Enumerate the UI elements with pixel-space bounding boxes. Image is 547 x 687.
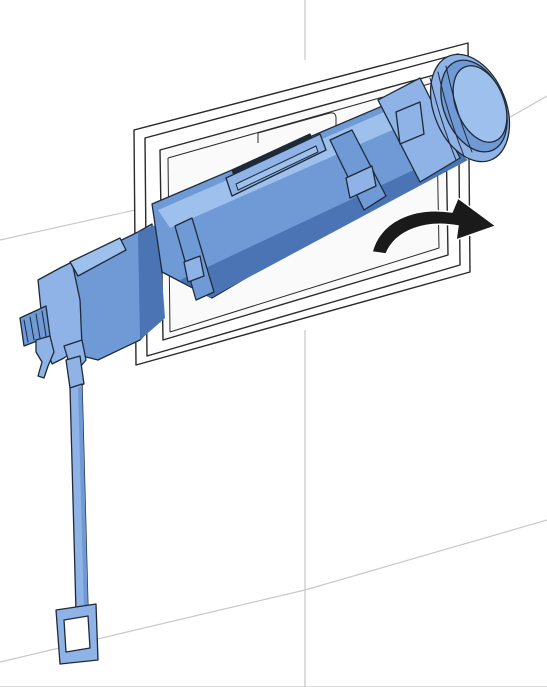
cartridge-rear-shadow: [138, 224, 165, 340]
cartridge-body-underside: [180, 150, 468, 298]
side-latch-rear: [183, 255, 205, 283]
front-cap-ribs: [429, 65, 473, 161]
toner-cartridge[interactable]: [19, 43, 524, 379]
gear-tooth: [29, 316, 35, 341]
side-latch-front: [345, 165, 377, 199]
curved-arrow-right-icon: [371, 196, 498, 255]
gear-tooth: [41, 310, 47, 337]
cap-rib: [429, 77, 457, 161]
slot-rounded-notch: [257, 112, 337, 143]
strap-band-shadow: [78, 386, 88, 611]
gear-tooth: [35, 313, 41, 339]
rear-top-ridge: [69, 237, 127, 277]
wall-line-lower-right: [304, 519, 547, 591]
front-cap-tab: [395, 101, 425, 145]
wall-line-left-upper: [0, 209, 136, 241]
cartridge-pull-strap[interactable]: [55, 355, 99, 665]
gear-tooth: [23, 319, 29, 343]
cap-rib: [445, 65, 473, 153]
wall-line-lower-left: [0, 589, 306, 663]
grip-panel-inner: [235, 145, 319, 191]
strap-top-connector: [65, 355, 85, 389]
rear-hook: [35, 335, 55, 379]
strap-pull-ring-hole: [63, 615, 91, 653]
rotation-arrow-body: [371, 196, 498, 255]
gear-teeth: [23, 310, 47, 343]
cap-rib: [437, 71, 465, 157]
